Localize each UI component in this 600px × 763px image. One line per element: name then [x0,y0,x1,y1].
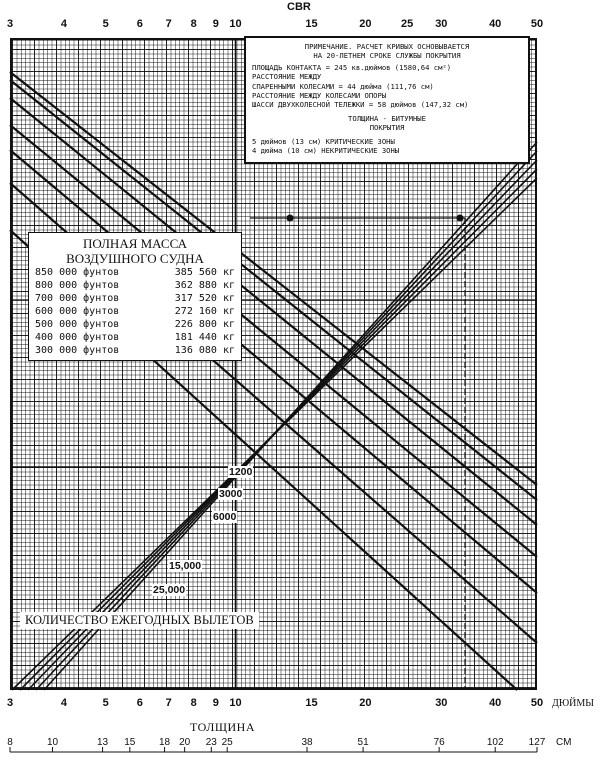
plot-area [10,38,537,690]
cm-tick-label: 25 [221,737,233,748]
mass-series-label: 850 000 фунтов 385 560 кг [35,266,235,279]
cm-tick-label: 51 [357,737,369,748]
mass-line [9,79,538,501]
top-tick-label: 30 [435,18,448,30]
mass-kg-label: 226 800 кг [174,319,235,330]
top-tick-label: 4 [60,18,67,30]
note-line: 5 дюймов (13 см) КРИТИЧЕСКИЕ ЗОНЫ [252,136,395,146]
bottom-tick-label: 15 [305,697,318,709]
bottom-tick-label: 6 [136,697,143,709]
mass-lb-label: 700 000 фунтов [35,293,120,304]
mass-line [9,124,538,558]
mass-kg-label: 181 440 кг [174,332,235,343]
mass-kg-label: 136 080 кг [174,345,235,356]
note-line: СПАРЕННЫМИ КОЛЕСАМИ = 44 дюйма (111,76 с… [252,81,434,91]
example-point [456,214,464,222]
top-tick-label: 5 [102,18,109,30]
top-tick-label: 50 [530,18,544,30]
top-tick-label: 20 [359,18,372,30]
mass-series-label: 500 000 фунтов 226 800 кг [35,318,235,331]
cm-tick-label: 20 [179,737,191,748]
inches-unit-label: ДЮЙМЫ [552,698,594,709]
cm-tick-label: 18 [159,737,171,748]
top-tick-label: 15 [305,18,318,30]
departures-label: 1200 [228,466,254,478]
mass-series-label: 300 000 фунтов 136 080 кг [35,344,235,357]
mass-labels: 850 000 фунтов 385 560 кг 800 000 фунтов 36… [35,266,235,357]
mass-series-label: 800 000 фунтов 362 880 кг [35,279,235,292]
mass-title-line-2: ВОЗДУШНОГО СУДНА [66,251,204,266]
mass-lb-label: 800 000 фунтов [35,280,120,291]
mass-title-line-1: ПОЛНАЯ МАССА [82,236,188,251]
top-tick-label: 40 [489,18,502,30]
note-line: РАССТОЯНИЕ МЕЖДУ [252,72,322,82]
cm-tick-label: 102 [486,737,504,748]
note-line: ШАССИ ДВУХКОЛЕСНОЙ ТЕЛЕЖКИ = 58 дюймов (… [252,100,469,110]
mass-line [9,149,538,594]
cm-tick-label: 13 [96,737,109,748]
cm-unit-label: СМ [556,737,572,748]
mass-series-label: 400 000 фунтов 181 440 кг [35,331,235,344]
cm-tick-label: 8 [7,737,13,748]
cm-tick-label: 76 [433,737,445,748]
mass-legend: ПОЛНАЯ МАССА ВОЗДУШНОГО СУДНА 850 000 фу… [28,232,242,361]
cm-tick-label: 38 [301,737,313,748]
note-line: РАССТОЯНИЕ МЕЖДУ КОЛЕСАМИ ОПОРЫ [252,91,387,101]
departures-label: 25,000 [152,584,187,596]
top-tick-label: 9 [212,18,219,30]
mass-kg-label: 362 880 кг [174,280,235,291]
mass-lb-label: 500 000 фунтов [35,319,120,330]
note-line: ПОКРЫТИЯ [369,123,405,133]
note-line: 4 дюйма (10 см) НЕКРИТИЧЕСКИЕ ЗОНЫ [252,146,400,156]
cm-tick-label: 127 [528,737,546,748]
mass-lb-label: 850 000 фунтов [35,267,120,278]
mass-line [9,97,538,526]
bottom-tick-label: 3 [6,697,14,709]
bottom-tick-label: 9 [212,697,219,709]
departures-label: 6000 [212,511,238,523]
mass-lb-label: 300 000 фунтов [35,345,120,356]
departures-title: КОЛИЧЕСТВО ЕЖЕГОДНЫХ ВЫЛЕТОВ [20,612,259,629]
bottom-tick-label: 8 [190,697,197,709]
departures-line [43,141,538,691]
mass-series-label: 600 000 фунтов 272 160 кг [35,305,235,318]
bottom-tick-label: 4 [60,697,67,709]
bottom-axis-title: ТОЛЩИНА [190,720,255,734]
bottom-tick-label: 7 [165,697,172,709]
mass-line [9,71,538,486]
mass-series-label: 700 000 фунтов 317 520 кг [35,292,235,305]
mass-kg-label: 272 160 кг [174,306,235,317]
mass-kg-label: 385 560 кг [174,267,235,278]
bottom-tick-label: 10 [229,697,242,709]
top-tick-label: 3 [6,18,14,30]
note-line: НА 20-ЛЕТНЕМ СРОКЕ СЛУЖБЫ ПОКРЫТИЯ [313,51,461,61]
note-line: ПРИМЕЧАНИЕ. РАСЧЕТ КРИВЫХ ОСНОВЫВАЕТСЯ [304,42,470,51]
bottom-tick-label: 30 [435,697,448,709]
mass-lb-label: 600 000 фунтов [35,306,120,317]
bottom-tick-label: 20 [359,697,372,709]
mass-lb-label: 400 000 фунтов [35,332,120,343]
cm-tick-label: 15 [124,737,136,748]
top-tick-label: 10 [229,18,242,30]
departures-label: 15,000 [168,560,203,572]
note-line: ТОЛЩИНА - БИТУМНЫЕ [348,113,426,123]
note-box: ПРИМЕЧАНИЕ. РАСЧЕТ КРИВЫХ ОСНОВЫВАЕТСЯ Н… [244,36,530,164]
example-point [286,214,294,222]
bottom-tick-label: 40 [489,697,502,709]
bottom-tick-label: 50 [530,697,544,709]
top-tick-label: 6 [136,18,143,30]
cm-tick-label: 23 [205,737,217,748]
bottom-tick-label: 5 [102,697,109,709]
top-tick-label: 8 [190,18,197,30]
cm-tick-label: 10 [46,737,59,748]
top-tick-label: 7 [165,18,172,30]
top-axis-title: CBR [287,1,311,13]
mass-kg-label: 317 520 кг [174,293,235,304]
note-line: ПЛОЩАДЬ КОНТАКТА = 245 кв.дюймов (1580,6… [252,62,452,72]
top-tick-label: 25 [401,18,414,30]
departures-label: 3000 [218,488,244,500]
